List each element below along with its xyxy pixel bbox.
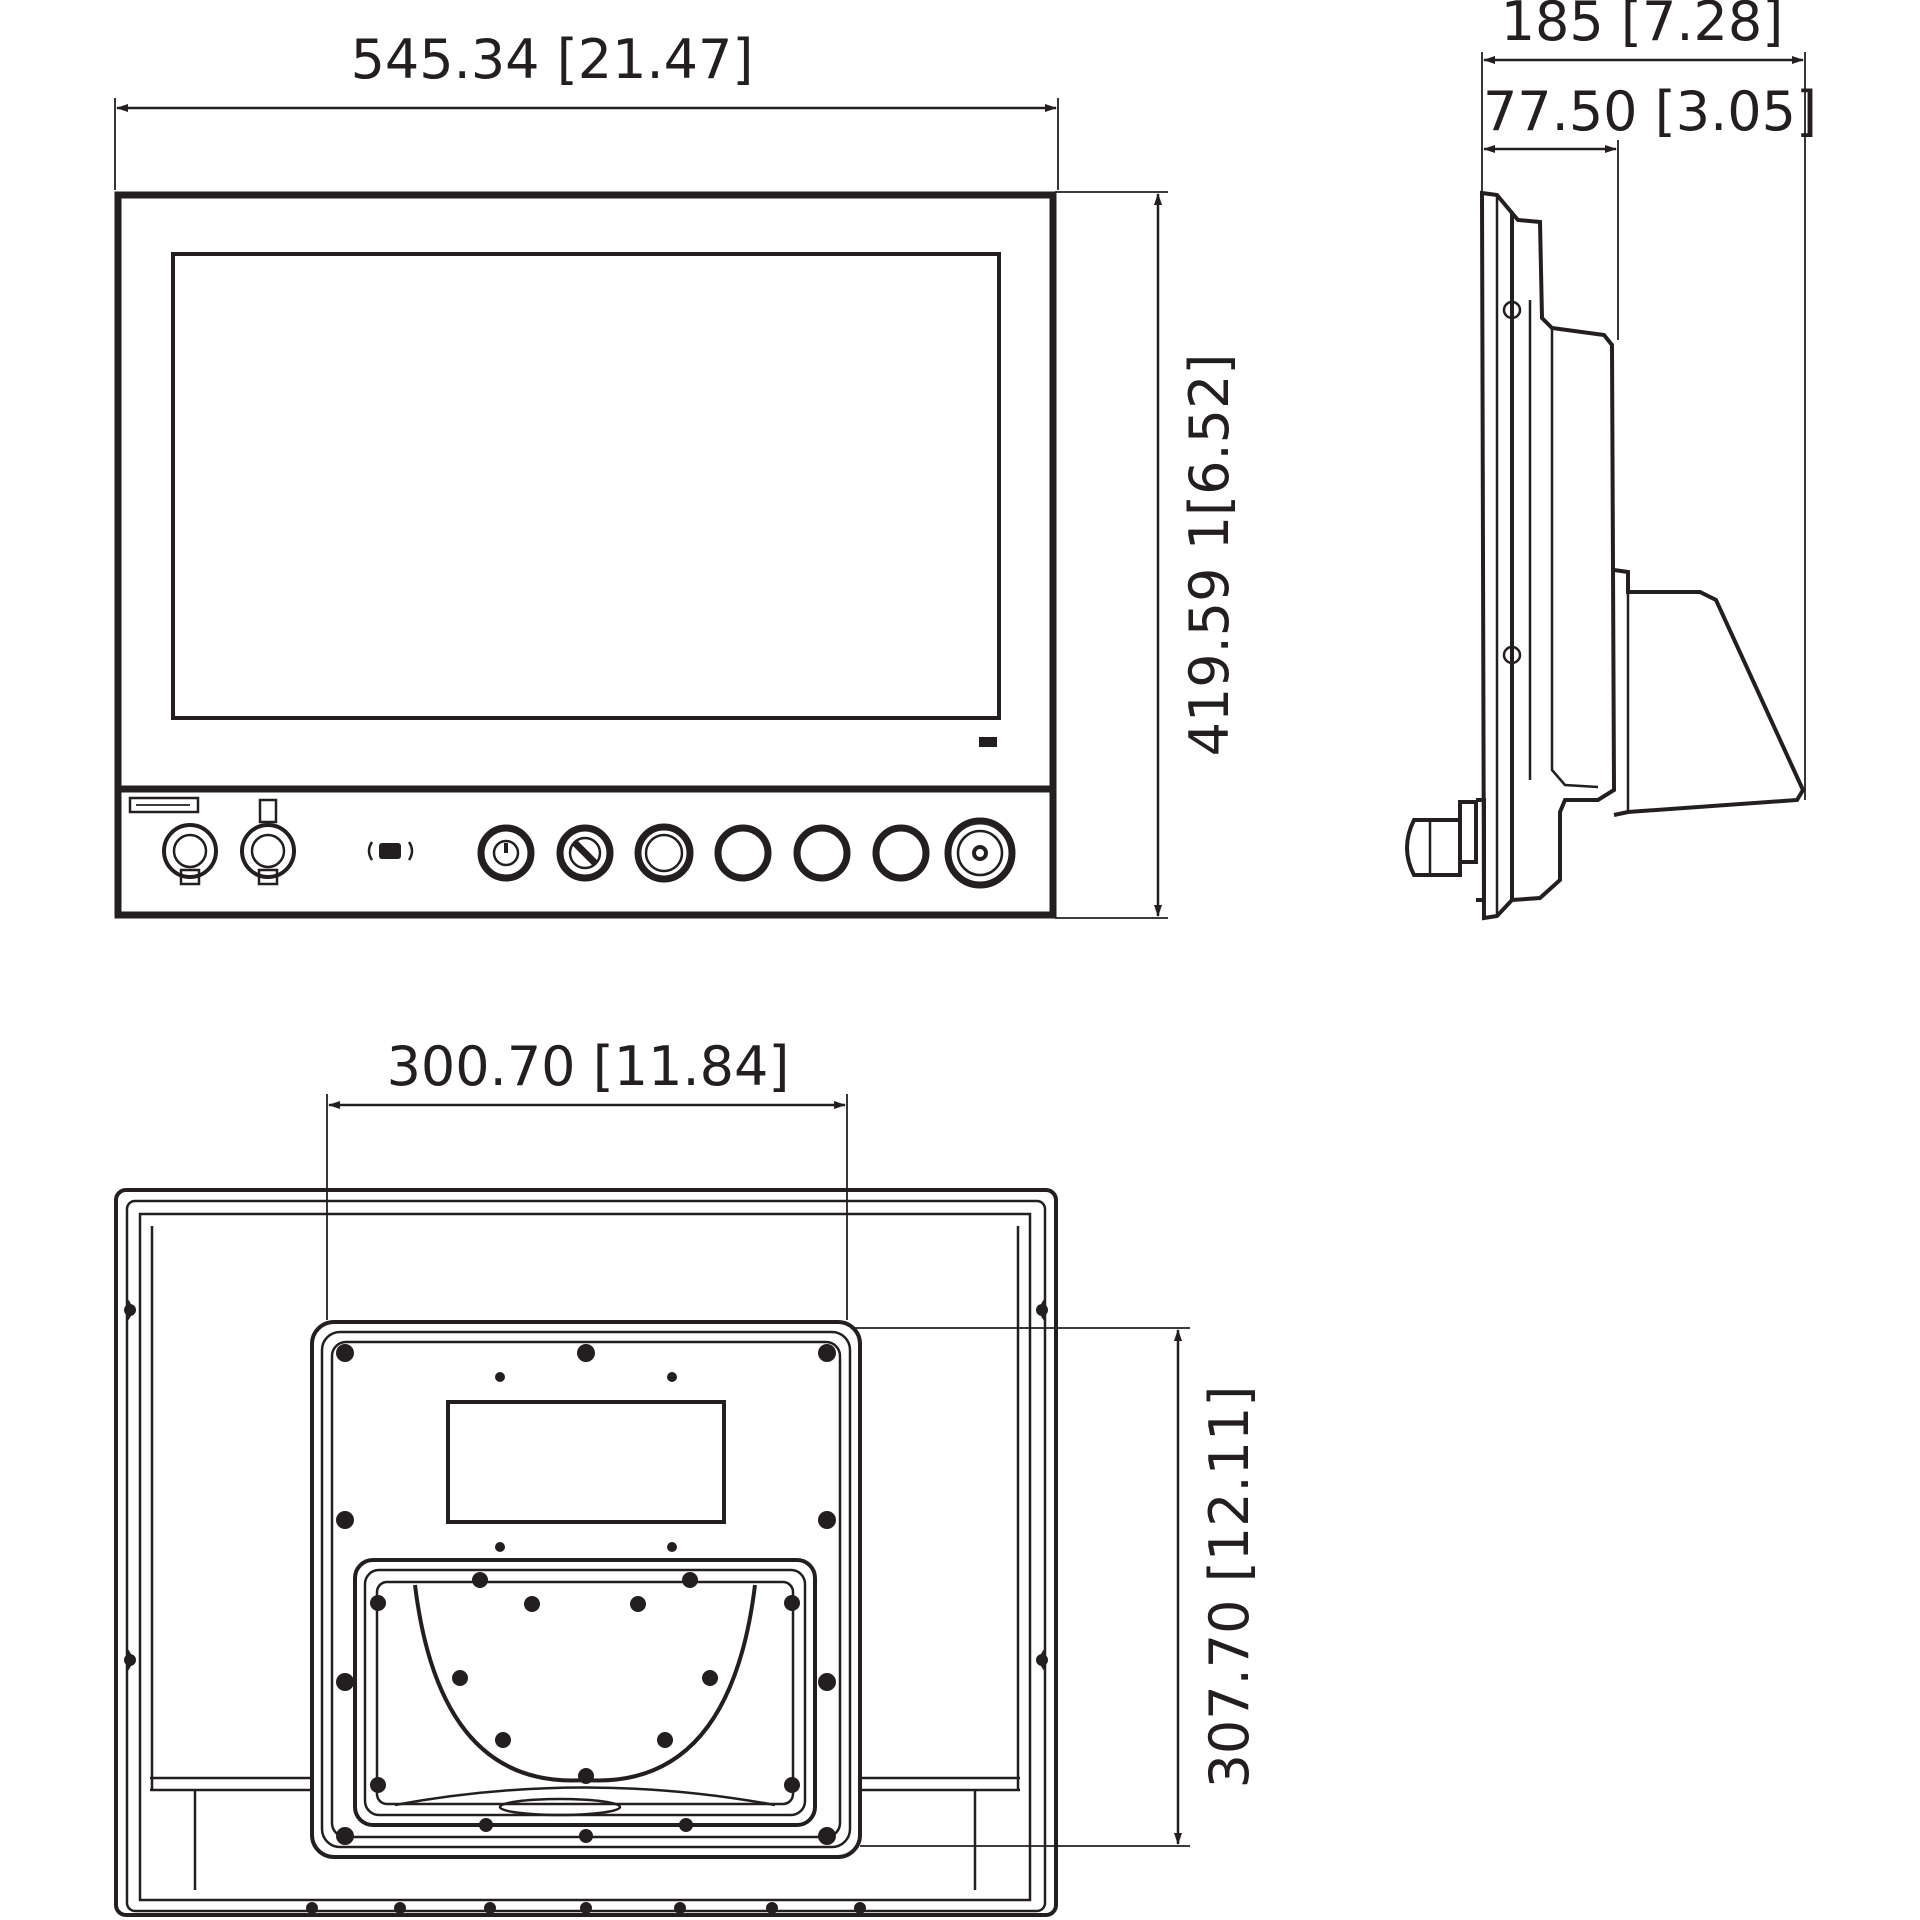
rear-fastener-icon bbox=[579, 1829, 593, 1843]
rear-fastener-icon bbox=[336, 1673, 354, 1691]
front-housing bbox=[114, 191, 1057, 919]
rear-mount-plate bbox=[310, 1320, 862, 1859]
rear-fastener-icon bbox=[452, 1670, 468, 1686]
rear-fastener-icon bbox=[495, 1732, 511, 1748]
rear-fastener-icon bbox=[674, 1902, 686, 1914]
rear-mount-height-dimension: 307.70 [12.11] bbox=[852, 1327, 1261, 1847]
rear-fastener-icon bbox=[336, 1827, 354, 1845]
front-width-dimension: 545.34 [21.47] bbox=[114, 28, 1059, 190]
front-height-label: 419.59 1[6.52] bbox=[1178, 354, 1241, 757]
display-screen bbox=[171, 252, 1001, 720]
front-view: 545.34 [21.47] 419.59 1[6.52] bbox=[114, 28, 1241, 919]
rear-view: 300.70 [11.84] 307.70 [12.11] bbox=[114, 1035, 1261, 1917]
rear-fastener-icon bbox=[818, 1344, 836, 1362]
rear-fastener-icon bbox=[124, 1304, 136, 1316]
rear-label-area bbox=[446, 1400, 726, 1524]
rear-fastener-icon bbox=[484, 1902, 496, 1914]
rear-fastener-icon bbox=[336, 1511, 354, 1529]
rear-fastener-icon bbox=[657, 1732, 673, 1748]
key-switch-icon[interactable] bbox=[556, 824, 614, 882]
rear-fastener-icon bbox=[495, 1372, 505, 1382]
front-width-label: 545.34 [21.47] bbox=[351, 28, 754, 91]
rear-fastener-icon bbox=[577, 1344, 595, 1362]
rear-fastener-icon bbox=[1036, 1304, 1048, 1316]
power-button-icon[interactable] bbox=[477, 824, 535, 882]
side-housing-profile bbox=[1510, 211, 1617, 902]
status-led bbox=[979, 737, 997, 747]
rear-mount-width-dimension: 300.70 [11.84] bbox=[326, 1035, 848, 1320]
side-connector-icon bbox=[1405, 798, 1486, 902]
rear-fastener-icon bbox=[679, 1818, 693, 1832]
side-stand-profile bbox=[1613, 568, 1806, 817]
push-button-4-icon[interactable] bbox=[872, 824, 930, 882]
rear-fastener-icon bbox=[580, 1902, 592, 1914]
rear-fastener-icon bbox=[784, 1777, 800, 1793]
rear-fastener-icon bbox=[854, 1902, 866, 1914]
rear-fastener-icon bbox=[479, 1818, 493, 1832]
rear-fastener-icon bbox=[370, 1595, 386, 1611]
rear-fastener-icon bbox=[784, 1595, 800, 1611]
side-depth-body-dimension: 77.50 [3.05] bbox=[1483, 80, 1817, 340]
rear-fastener-icon bbox=[306, 1902, 318, 1914]
usb-connector-1-icon bbox=[128, 796, 218, 886]
push-button-3-icon[interactable] bbox=[793, 824, 851, 882]
rear-fastener-icon bbox=[818, 1827, 836, 1845]
rear-fastener-icon bbox=[667, 1372, 677, 1382]
rear-fastener-icon bbox=[578, 1768, 594, 1784]
rear-mount-width-label: 300.70 [11.84] bbox=[387, 1035, 790, 1098]
rear-fastener-icon bbox=[818, 1511, 836, 1529]
rear-fastener-icon bbox=[524, 1596, 540, 1612]
rear-fastener-icon bbox=[682, 1572, 698, 1588]
rear-fastener-icon bbox=[1036, 1654, 1048, 1666]
rear-fastener-icon bbox=[766, 1902, 778, 1914]
rear-fastener-icon bbox=[336, 1344, 354, 1362]
side-depth-total-dimension: 185 [7.28] bbox=[1481, 0, 1806, 800]
side-depth-total-label: 185 [7.28] bbox=[1501, 0, 1784, 53]
rear-fastener-icon bbox=[702, 1670, 718, 1686]
rear-housing bbox=[114, 1188, 1058, 1917]
side-depth-body-label: 77.50 [3.05] bbox=[1483, 80, 1817, 143]
push-button-2-icon[interactable] bbox=[714, 824, 772, 882]
rear-fastener-icon bbox=[370, 1777, 386, 1793]
rear-fastener-icon bbox=[818, 1673, 836, 1691]
rear-fastener-icon bbox=[124, 1654, 136, 1666]
push-button-1-icon[interactable] bbox=[634, 823, 694, 883]
rear-fastener-icon bbox=[667, 1542, 677, 1552]
rear-fastener-icon bbox=[472, 1572, 488, 1588]
rear-mount-height-label: 307.70 [12.11] bbox=[1198, 1386, 1261, 1789]
usb-connector-2-icon bbox=[240, 798, 296, 886]
emergency-stop-button-icon[interactable] bbox=[944, 817, 1016, 889]
rear-fastener-icon bbox=[394, 1902, 406, 1914]
side-view: 185 [7.28] 77.50 [3.05] bbox=[1405, 0, 1817, 921]
rear-handle-recess bbox=[353, 1558, 817, 1827]
rear-fastener-icon bbox=[495, 1542, 505, 1552]
rfid-reader-icon bbox=[367, 841, 414, 861]
front-height-dimension: 419.59 1[6.52] bbox=[1055, 191, 1241, 919]
rear-fastener-icon bbox=[630, 1596, 646, 1612]
